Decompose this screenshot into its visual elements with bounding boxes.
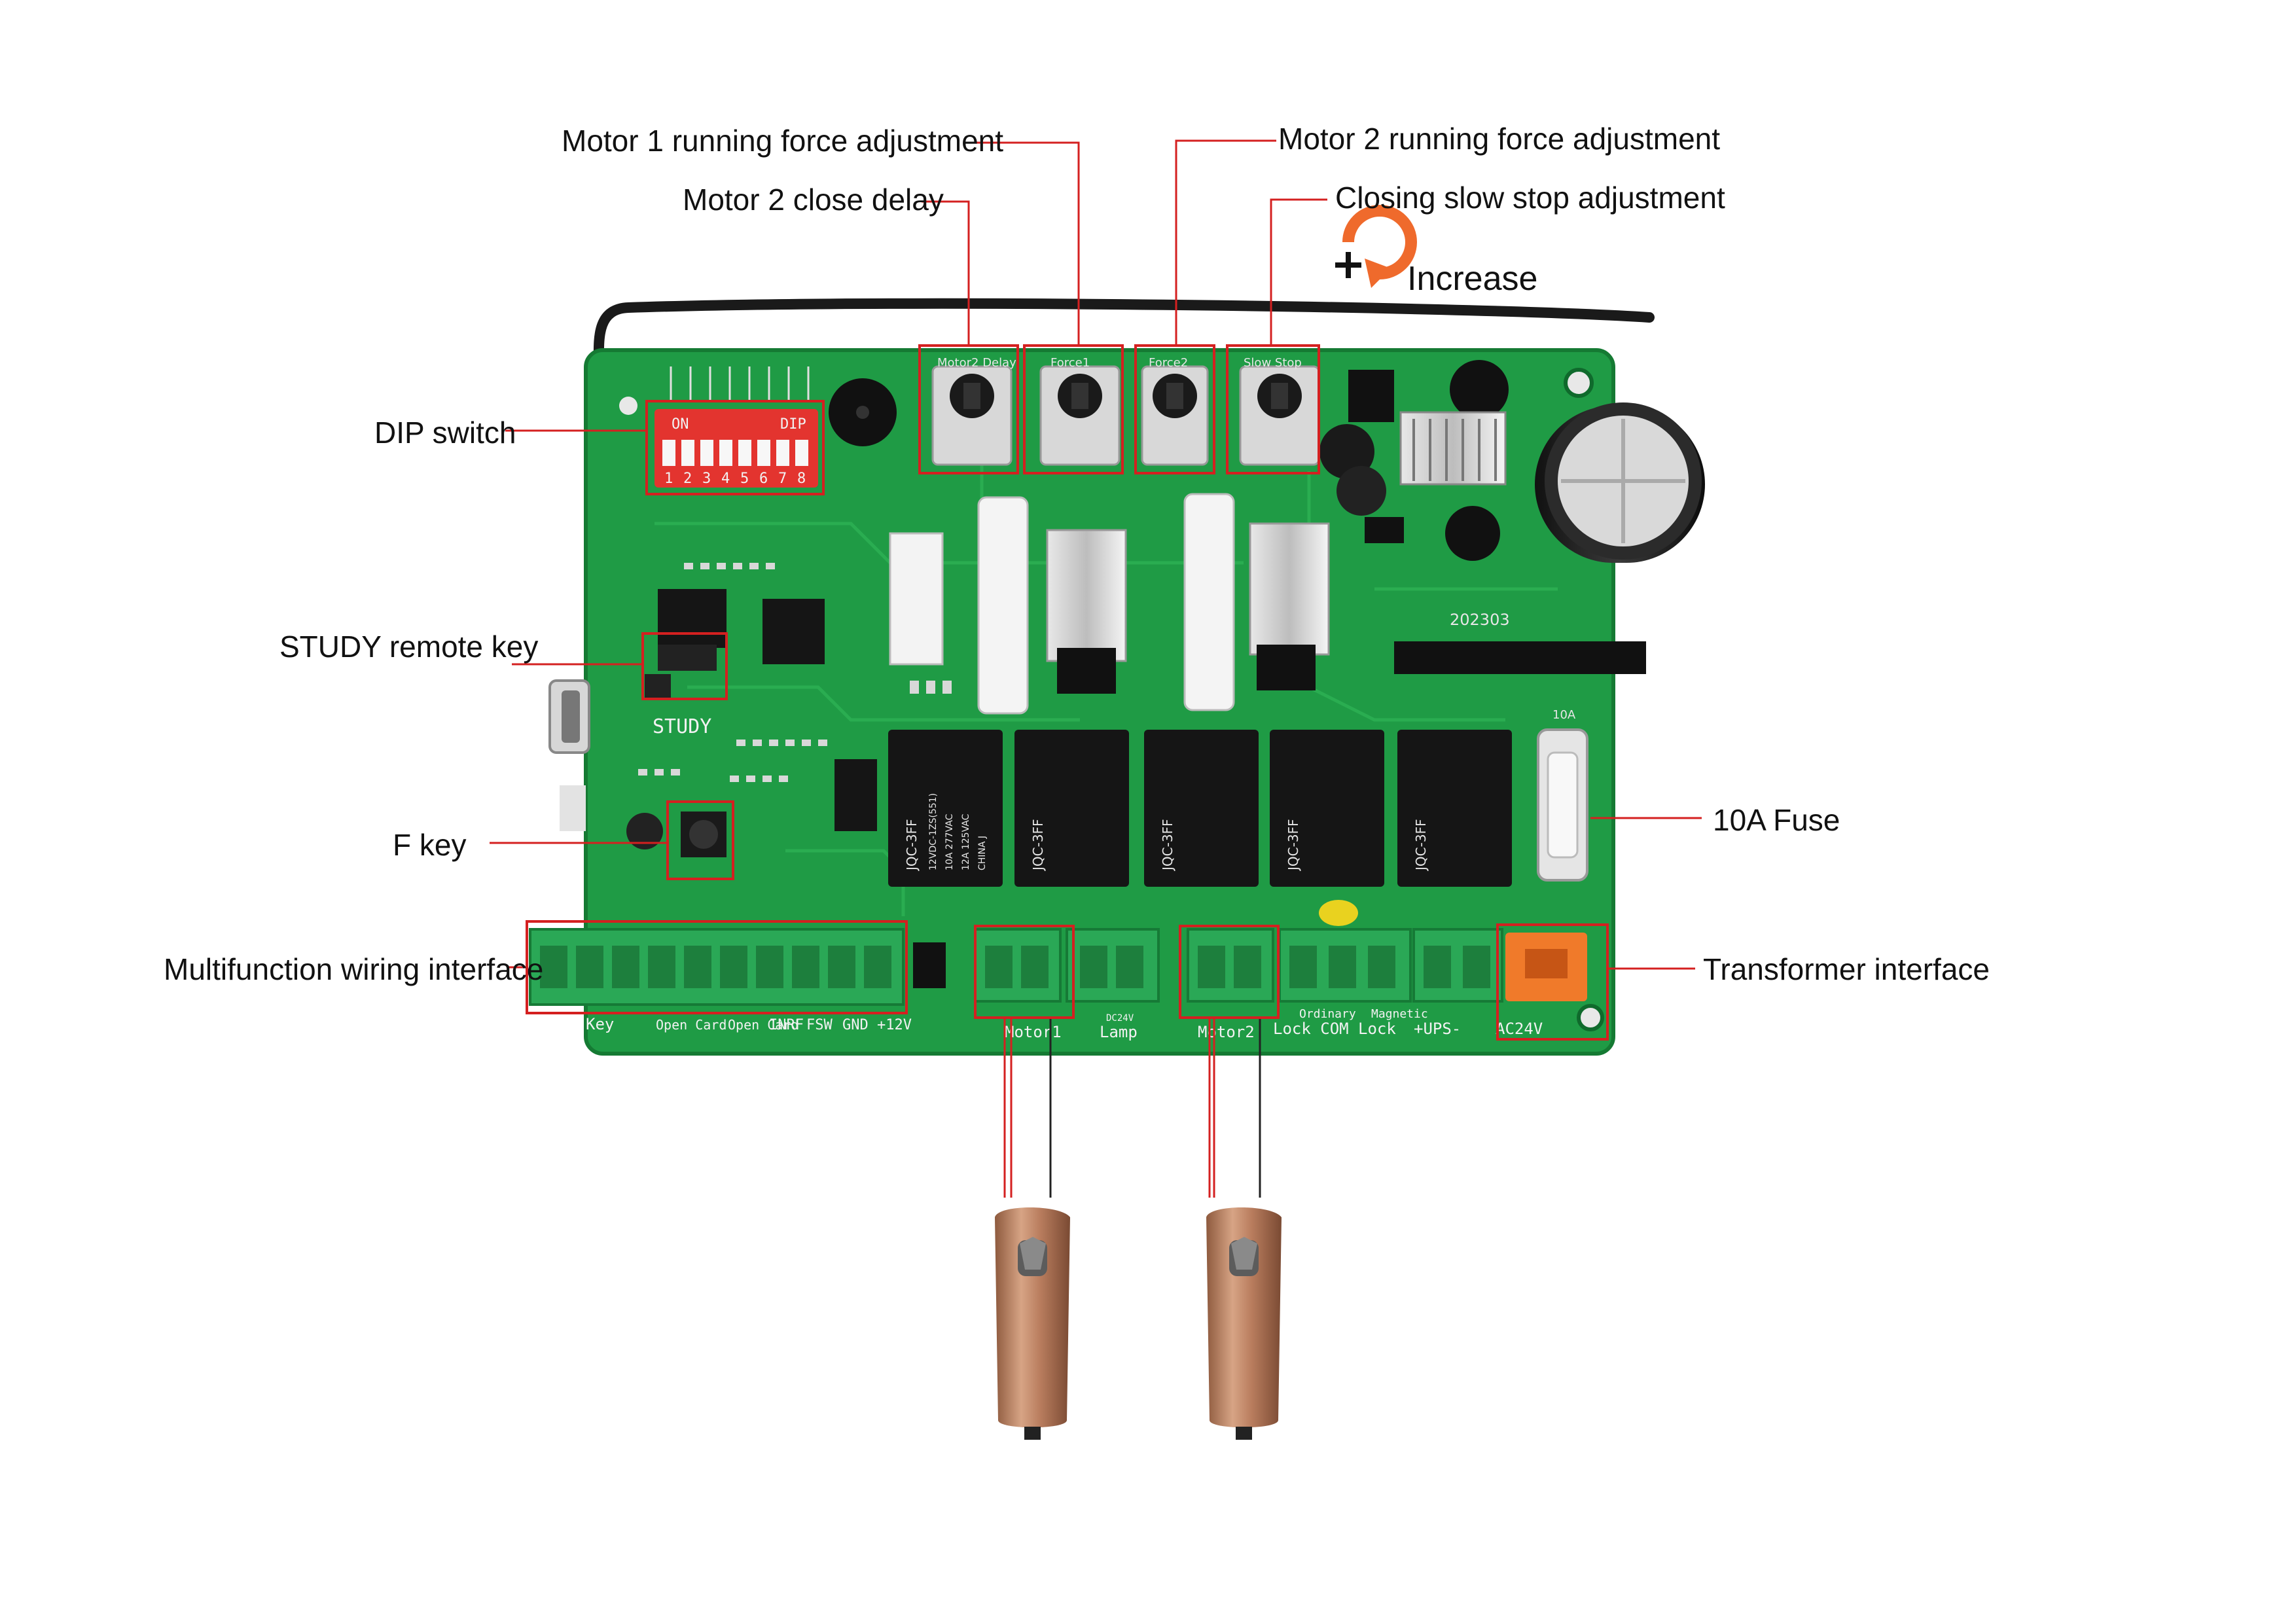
callout-motor2-delay: Motor 2 close delay xyxy=(683,183,944,217)
terminal-blocks xyxy=(529,928,1503,1006)
slow-stop-box xyxy=(1226,344,1320,474)
svg-text:CHINA J: CHINA J xyxy=(977,836,988,870)
svg-text:JQC-3FF: JQC-3FF xyxy=(1160,819,1175,872)
svg-text:5: 5 xyxy=(740,471,749,487)
transformer-box xyxy=(1496,923,1609,1041)
svg-text:12A 125VAC: 12A 125VAC xyxy=(961,813,971,870)
svg-text:8: 8 xyxy=(797,471,806,487)
callout-motor1-force: Motor 1 running force adjustment xyxy=(562,124,1004,158)
svg-text:6: 6 xyxy=(759,471,768,487)
callout-study-key: STUDY remote key xyxy=(279,630,539,664)
svg-text:+12V: +12V xyxy=(877,1017,912,1033)
svg-text:Magnetic: Magnetic xyxy=(1371,1007,1428,1021)
svg-text:JQC-3FF: JQC-3FF xyxy=(904,819,920,872)
study-key-box xyxy=(641,632,728,700)
svg-text:ON: ON xyxy=(672,416,689,433)
svg-text:Lamp: Lamp xyxy=(1100,1023,1138,1041)
svg-text:JQC-3FF: JQC-3FF xyxy=(1030,819,1046,872)
black-bar xyxy=(1394,641,1646,674)
antenna-wire xyxy=(593,298,1655,633)
force1-box xyxy=(1023,344,1124,474)
dip-switch-box xyxy=(645,400,825,495)
svg-text:Force1: Force1 xyxy=(1050,356,1090,370)
svg-text:AC24V: AC24V xyxy=(1496,1020,1543,1038)
svg-text:DIP: DIP xyxy=(780,416,806,433)
callout-transformer: Transformer interface xyxy=(1703,952,1990,986)
svg-text:STUDY: STUDY xyxy=(653,715,711,738)
callout-motor2-force: Motor 2 running force adjustment xyxy=(1278,122,1721,156)
svg-text:7: 7 xyxy=(778,471,787,487)
svg-text:2: 2 xyxy=(683,471,692,487)
svg-text:DC24V: DC24V xyxy=(1106,1013,1134,1024)
callout-multifunction: Multifunction wiring interface xyxy=(164,952,544,986)
callout-f-key: F key xyxy=(393,828,467,862)
relays xyxy=(888,730,1512,887)
svg-text:INRF: INRF xyxy=(769,1017,804,1033)
svg-text:202303: 202303 xyxy=(1450,611,1510,629)
svg-text:4: 4 xyxy=(721,471,730,487)
svg-text:Ordinary: Ordinary xyxy=(1299,1007,1356,1021)
svg-text:Motor2: Motor2 xyxy=(1198,1023,1255,1041)
svg-text:JQC-3FF: JQC-3FF xyxy=(1285,819,1301,872)
svg-text:Open Card: Open Card xyxy=(656,1017,726,1033)
heatsink xyxy=(1399,411,1507,486)
force2-box xyxy=(1134,344,1215,474)
svg-text:10A: 10A xyxy=(1552,708,1576,722)
motor1-terminal-box xyxy=(974,925,1075,1019)
potentiometers xyxy=(931,365,1320,466)
callout-dip-switch: DIP switch xyxy=(374,416,516,450)
svg-text:Key: Key xyxy=(586,1015,614,1033)
increase-arrow-icon xyxy=(1335,205,1417,288)
svg-text:Open Card: Open Card xyxy=(728,1017,798,1033)
svg-text:Force2: Force2 xyxy=(1149,356,1188,370)
svg-text:Motor1: Motor1 xyxy=(1005,1023,1062,1041)
svg-text:Slow Stop: Slow Stop xyxy=(1244,356,1302,370)
f-key-box xyxy=(666,800,734,880)
ic-chip xyxy=(658,589,726,648)
svg-text:10A 277VAC: 10A 277VAC xyxy=(944,813,955,870)
svg-text:Lock COM Lock: Lock COM Lock xyxy=(1273,1020,1396,1038)
svg-text:GND: GND xyxy=(842,1017,869,1033)
svg-text:JQC-3FF: JQC-3FF xyxy=(1413,819,1429,872)
svg-text:FSW: FSW xyxy=(806,1017,833,1033)
highlight-boxes xyxy=(526,344,1609,1041)
svg-text:+UPS-: +UPS- xyxy=(1414,1020,1461,1038)
callout-fuse: 10A Fuse xyxy=(1713,803,1840,837)
svg-text:12VDC-1ZS(551): 12VDC-1ZS(551) xyxy=(928,793,939,870)
dip-switch-body xyxy=(655,409,818,488)
callout-slow-stop: Closing slow stop adjustment xyxy=(1335,181,1725,215)
callout-increase: Increase xyxy=(1407,260,1538,298)
svg-text:Motor2 Delay: Motor2 Delay xyxy=(937,356,1016,370)
svg-text:3: 3 xyxy=(702,471,711,487)
svg-text:1: 1 xyxy=(664,471,673,487)
remote-controls xyxy=(995,1207,1282,1440)
callout-lines xyxy=(490,139,1702,1198)
motor2-terminal-box xyxy=(1179,925,1280,1019)
